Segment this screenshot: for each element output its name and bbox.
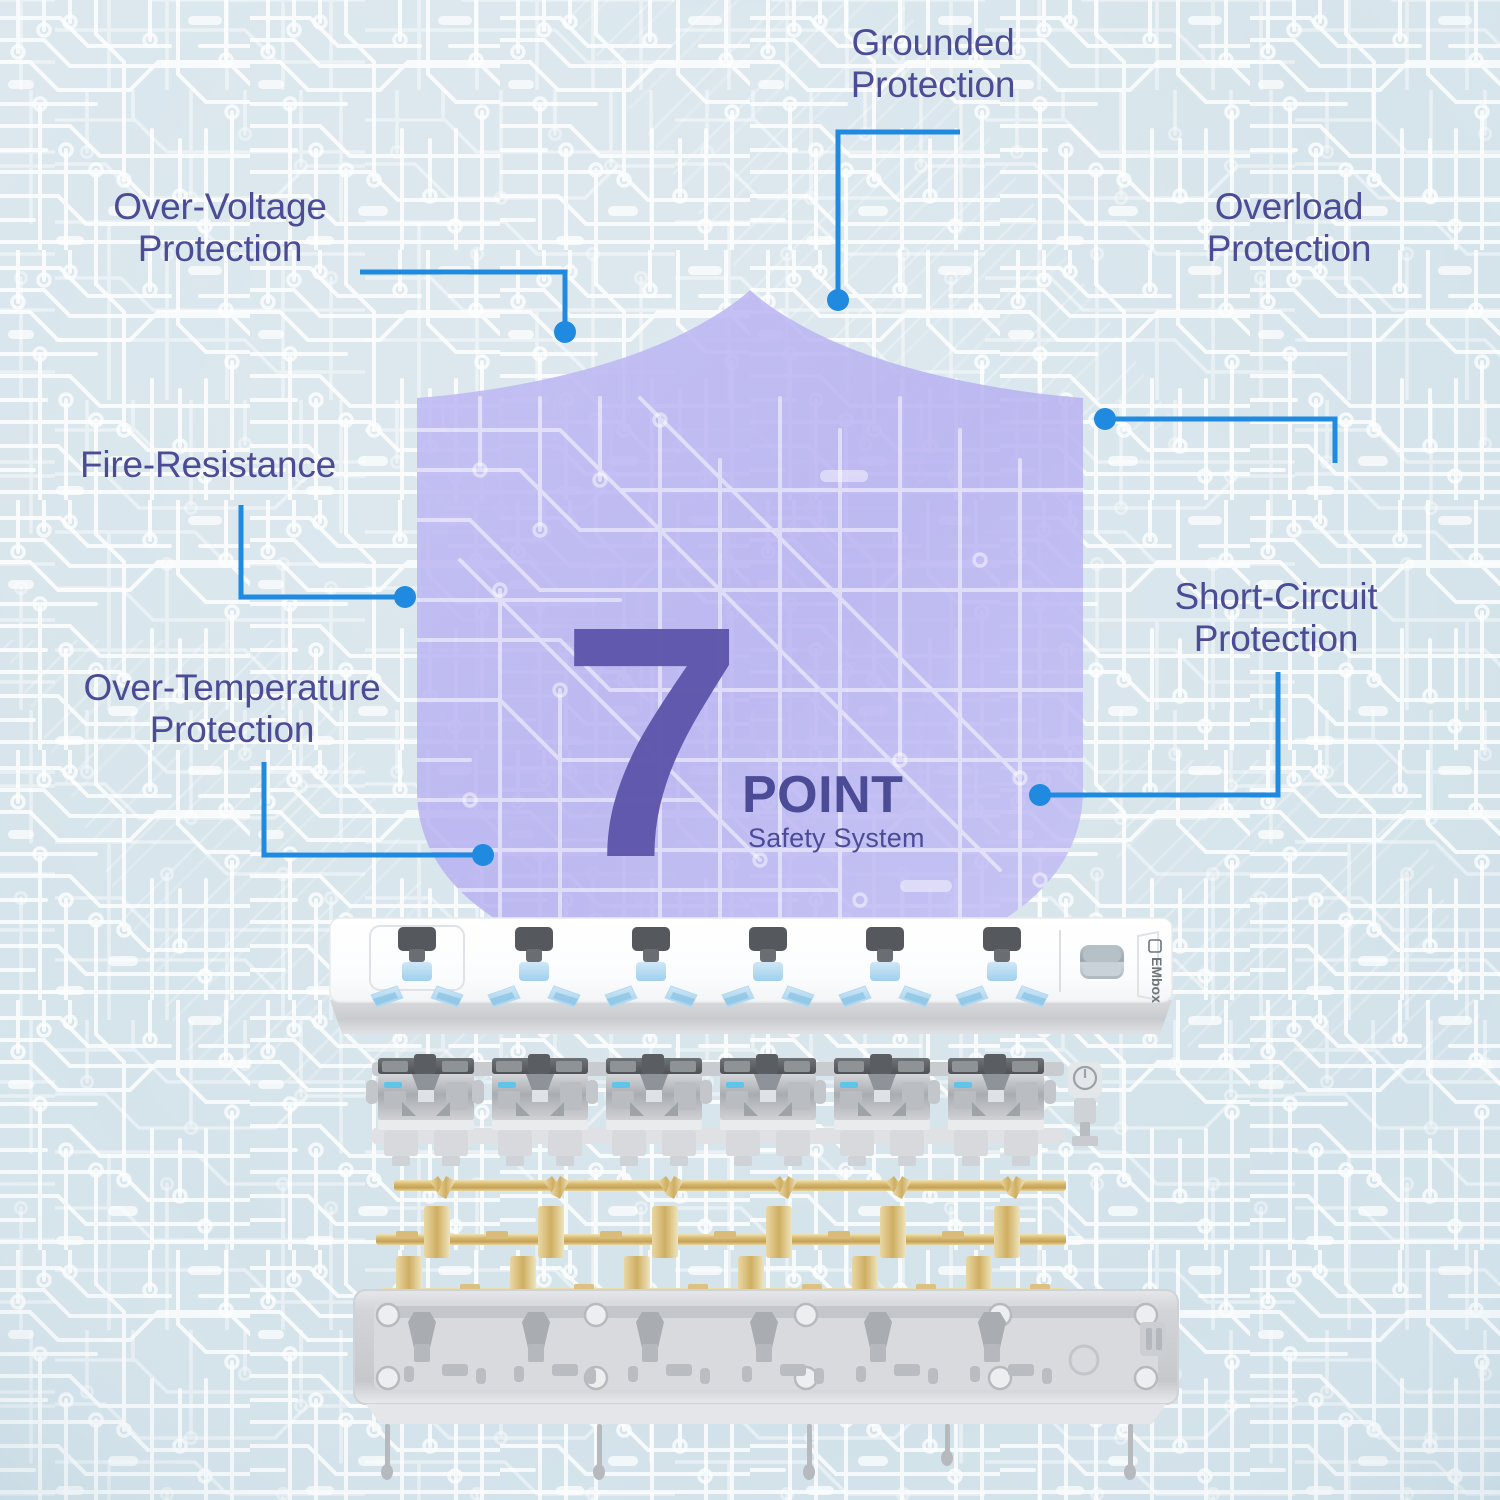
socket-module-row (366, 1054, 1102, 1166)
connector-over-voltage (360, 269, 568, 332)
callout-over-temperature: Over-Temperature Protection (83, 667, 381, 750)
connector-overload (1105, 416, 1338, 463)
safety-system-subtitle: Safety System (748, 823, 925, 853)
assembled-power-strip: EMbox (329, 917, 1173, 1034)
busbar-contacts-middle (424, 1206, 1020, 1258)
connector-dot-overload (1094, 408, 1116, 430)
seven-numeral: 7 (560, 557, 743, 926)
callout-overload: Overload Protection (1206, 186, 1372, 269)
connector-short-circuit (1040, 672, 1281, 798)
callout-over-voltage: Over-Voltage Protection (113, 186, 327, 269)
power-icon (1072, 1065, 1098, 1091)
callout-short-circuit: Short-Circuit Protection (1174, 576, 1378, 659)
loose-screws (381, 1424, 1136, 1480)
brand-text: EMbox (1149, 957, 1165, 1003)
brand-badge: EMbox (1137, 930, 1165, 1003)
connector-fire-resistance (238, 505, 405, 600)
connector-dot-over-voltage (554, 321, 576, 343)
bottom-housing (353, 1289, 1179, 1424)
connector-over-temperature (261, 762, 483, 858)
callout-grounded: Grounded Protection (850, 22, 1016, 105)
connector-dot-over-temperature (472, 844, 494, 866)
busbar-clips-top (430, 1176, 1025, 1199)
point-label: POINT (742, 766, 904, 824)
connector-dot-fire-resistance (394, 586, 416, 608)
switch-assembly (1068, 1062, 1102, 1146)
callout-fire-resistance: Fire-Resistance (79, 444, 337, 485)
connector-dot-grounded (827, 289, 849, 311)
copper-busbar-set (376, 1176, 1066, 1300)
connector-grounded (835, 129, 960, 300)
power-switch (1080, 945, 1124, 979)
connector-dot-short-circuit (1029, 784, 1051, 806)
